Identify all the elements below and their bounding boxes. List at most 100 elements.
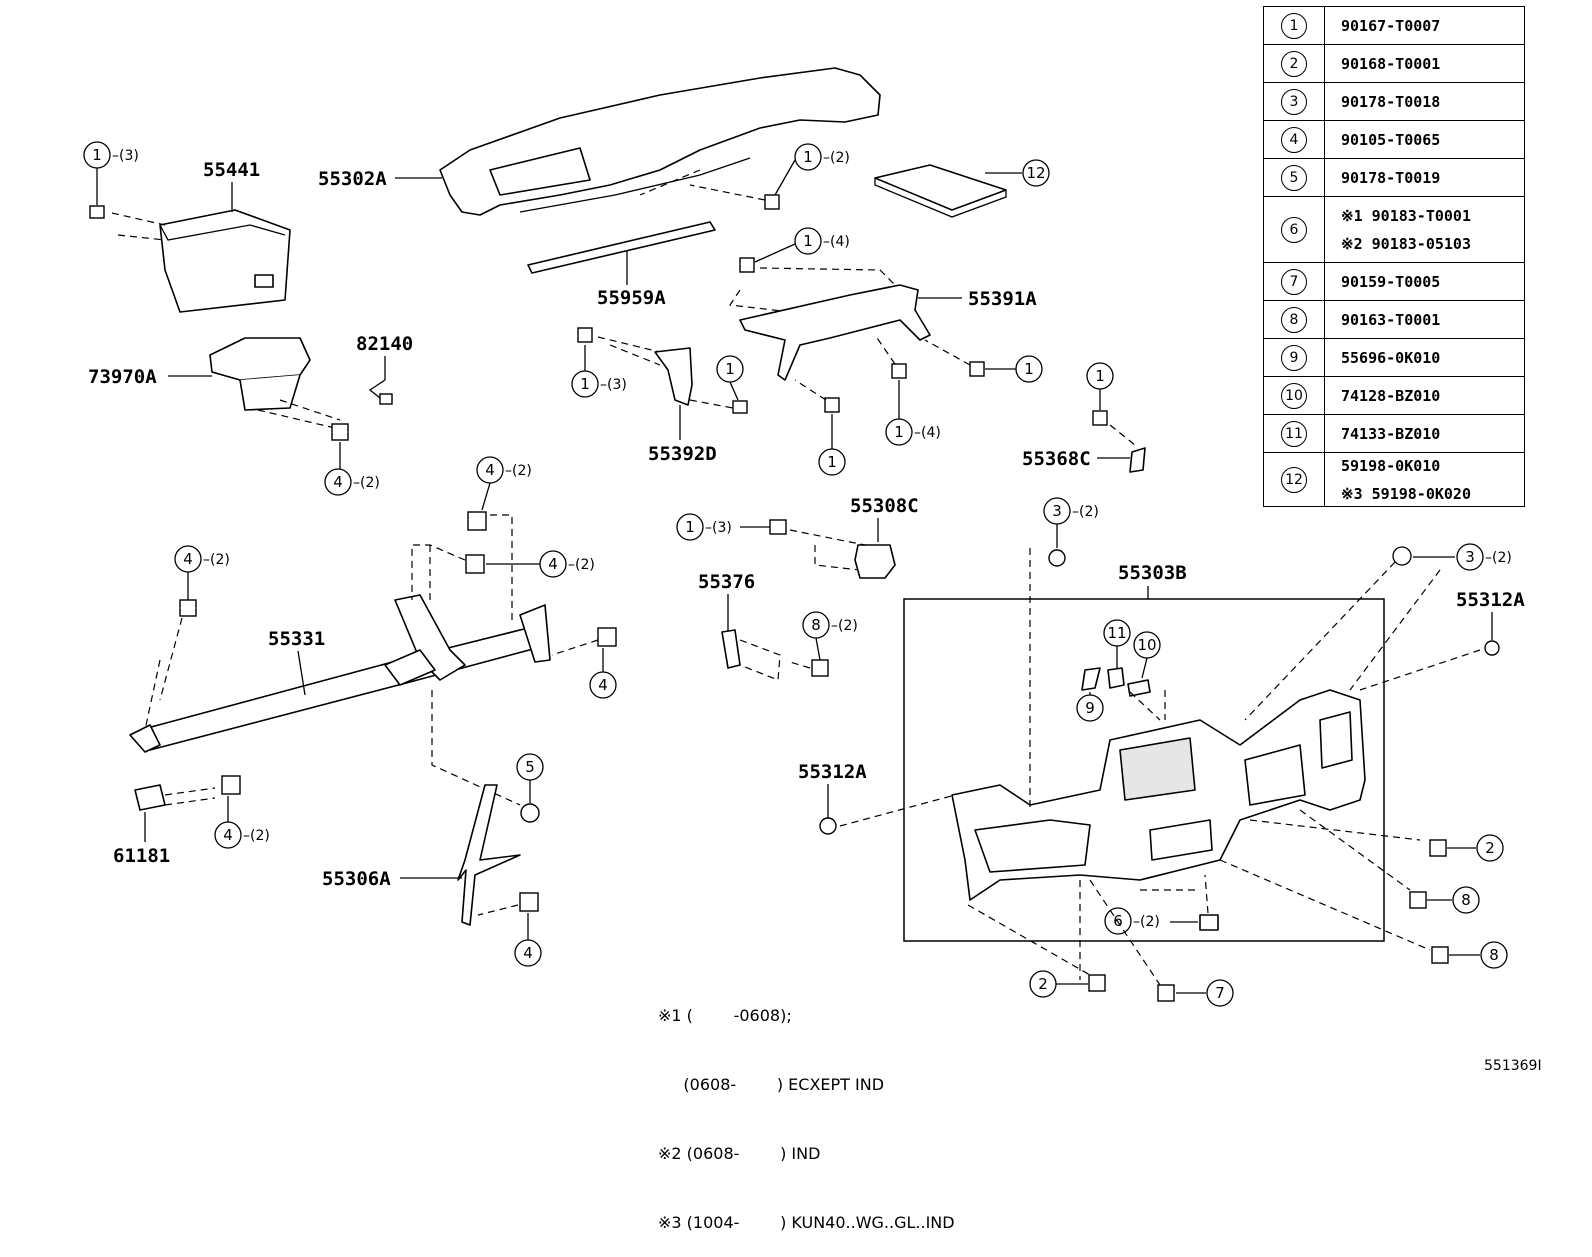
legend-ref: 11	[1281, 420, 1307, 447]
bolt	[520, 803, 540, 823]
qty: –(2)	[568, 557, 595, 573]
strip-55959a[interactable]	[527, 221, 716, 274]
legend-part-number: 74128-BZ010	[1341, 386, 1441, 405]
lower-panel-55303b[interactable]	[951, 689, 1366, 901]
label-55391a: 55391A	[968, 288, 1037, 310]
label-55392d: 55392D	[648, 443, 717, 465]
legend-ref-cell: 6	[1263, 196, 1325, 263]
legend-part-cell: 90168-T0001	[1324, 44, 1525, 83]
parts-diagram: 55302A 55959A 12 1 –(2) 55441 1 –(3) 739…	[83, 67, 1525, 1007]
legend-ref-cell: 1	[1263, 6, 1325, 45]
legend-part-cell: 90178-T0019	[1324, 158, 1525, 197]
clip	[1484, 640, 1500, 656]
qty: –(2)	[505, 463, 532, 479]
legend-part-cell: ※1 90183-T0001※2 90183-05103	[1324, 196, 1525, 263]
qty: –(3)	[112, 148, 139, 164]
clip-10	[1127, 679, 1151, 697]
label-55308c: 55308C	[850, 495, 919, 517]
legend-ref: 1	[1281, 12, 1307, 39]
legend-part-number: 90163-T0001	[1341, 310, 1441, 329]
clip-9	[1081, 667, 1101, 691]
bolt	[1088, 974, 1106, 992]
brace-55306a[interactable]	[457, 784, 521, 926]
callout-8: 8	[1489, 946, 1499, 964]
bracket-55308c[interactable]	[854, 544, 896, 579]
clip-11	[1107, 667, 1125, 689]
legend-part-number: 90178-T0019	[1341, 168, 1441, 187]
callout-1: 1	[803, 232, 813, 250]
crossmember-55331[interactable]	[129, 594, 551, 753]
legend-part-cell: 90159-T0005	[1324, 262, 1525, 301]
qty: –(2)	[831, 618, 858, 634]
bolt	[1431, 946, 1449, 964]
legend-part-number: ※1 90183-T0001	[1341, 206, 1471, 225]
legend-ref-cell: 2	[1263, 44, 1325, 83]
legend-part-cell: 74128-BZ010	[1324, 376, 1525, 415]
qty: –(2)	[1485, 550, 1512, 566]
bracket-61181[interactable]	[134, 784, 166, 811]
callout-1: 1	[803, 148, 813, 166]
legend-ref: 2	[1281, 50, 1307, 77]
label-73970a: 73970A	[88, 366, 157, 388]
legend-part-number: 90167-T0007	[1341, 16, 1441, 35]
legend-part-cell: 74133-BZ010	[1324, 414, 1525, 453]
qty: –(2)	[1072, 504, 1099, 520]
callout-4: 4	[485, 461, 495, 479]
legend-part-number: 90178-T0018	[1341, 92, 1441, 111]
legend-ref-cell: 12	[1263, 452, 1325, 507]
legend-ref-cell: 5	[1263, 158, 1325, 197]
label-55376: 55376	[698, 571, 755, 593]
legend-ref-cell: 11	[1263, 414, 1325, 453]
bracket-55392d[interactable]	[654, 347, 693, 406]
bracket-55376[interactable]	[721, 629, 741, 669]
assembly-frame-55303b	[903, 598, 1385, 942]
bolt	[764, 194, 780, 210]
callout-2: 2	[1485, 839, 1495, 857]
bolt	[1092, 410, 1108, 426]
upper-panel-55302a[interactable]	[439, 67, 881, 216]
bolt	[89, 205, 105, 219]
legend-part-number: 74133-BZ010	[1341, 424, 1441, 443]
note-line: ※3 (1004- ) KUN40..WG..GL..IND	[658, 1213, 955, 1232]
connector-82140[interactable]	[368, 379, 393, 405]
callout-1: 1	[725, 360, 735, 378]
callout-4: 4	[223, 826, 233, 844]
qty: –(2)	[1133, 914, 1160, 930]
label-55306a: 55306A	[322, 868, 391, 890]
legend-row: 5 90178-T0019	[1263, 158, 1525, 197]
legend-part-number: 90168-T0001	[1341, 54, 1441, 73]
label-61181: 61181	[113, 845, 170, 867]
qty: –(2)	[823, 150, 850, 166]
bolt	[769, 519, 787, 535]
bolt	[969, 361, 985, 377]
legend-row: 11 74133-BZ010	[1263, 414, 1525, 453]
pad-12[interactable]	[874, 164, 1007, 218]
legend-part-number: 90105-T0065	[1341, 130, 1441, 149]
callout-4: 4	[598, 676, 608, 694]
qty: –(3)	[705, 520, 732, 536]
qty: –(3)	[600, 377, 627, 393]
bolt	[732, 400, 748, 414]
clip-55368c[interactable]	[1129, 447, 1146, 473]
glovebox-55441[interactable]	[159, 209, 291, 313]
callout-7: 7	[1215, 984, 1225, 1002]
callout-12: 12	[1026, 164, 1045, 182]
qty: –(2)	[203, 552, 230, 568]
callout-4: 4	[523, 944, 533, 962]
bracket-55391a[interactable]	[739, 284, 931, 381]
callout-4: 4	[183, 550, 193, 568]
airbag-73970a[interactable]	[209, 337, 311, 411]
bolt	[597, 627, 617, 647]
legend-row: 1 90167-T0007	[1263, 6, 1525, 45]
legend-part-number: 55696-0K010	[1341, 348, 1441, 367]
label-55441: 55441	[203, 159, 260, 181]
qty: –(2)	[243, 828, 270, 844]
legend-ref: 5	[1281, 164, 1307, 191]
